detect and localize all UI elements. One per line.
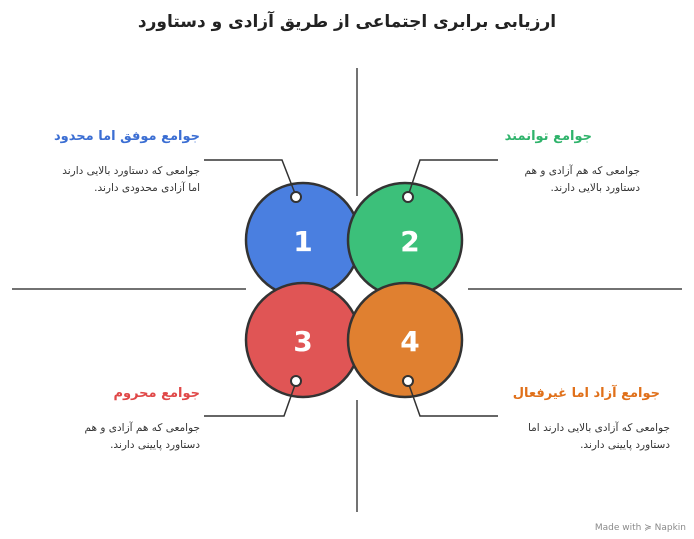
circle-4	[346, 281, 464, 399]
circle-number-1: 1	[293, 225, 312, 258]
connector-1	[204, 159, 297, 197]
description-line: اما آزادی محدودی دارند.	[94, 182, 200, 194]
quadrant-title-1: جوامع موفق اما محدود	[54, 129, 200, 144]
connector-4	[407, 381, 498, 417]
quadrant-description-3: جوامعی که هم آزادی و هم دستاورد پایینی د…	[30, 420, 200, 454]
quadrant-description-4: جوامعی که آزادی بالایی دارند اما دستاورد…	[500, 420, 670, 454]
connector-dot-4	[402, 375, 414, 387]
quadrant-description-1: جوامعی که دستاورد بالایی دارند اما آزادی…	[30, 163, 200, 197]
circle-number-4: 4	[400, 325, 419, 358]
connector-dot-2	[402, 191, 414, 203]
watermark: Made with ≽ Napkin	[594, 523, 686, 533]
quadrant-title-4: جوامع آزاد اما غیرفعال	[512, 386, 660, 401]
description-line: جوامعی که آزادی بالایی دارند اما	[527, 422, 670, 434]
circle-number-2: 2	[400, 225, 419, 258]
connector-dot-3	[290, 375, 302, 387]
connector-2	[407, 159, 498, 197]
description-line: جوامعی که هم آزادی و هم	[524, 165, 640, 177]
description-line: دستاورد پایینی دارند.	[110, 439, 200, 451]
description-line: جوامعی که هم آزادی و هم	[84, 422, 200, 434]
circle-number-3: 3	[293, 325, 312, 358]
quadrant-title-2: جوامع توانمند	[504, 129, 592, 144]
description-line: جوامعی که دستاورد بالایی دارند	[62, 165, 200, 177]
description-line: دستاورد پایینی دارند.	[580, 439, 670, 451]
description-line: دستاورد بالایی دارند.	[550, 182, 640, 194]
quadrant-title-3: جوامع محروم	[113, 386, 200, 401]
quadrant-description-2: جوامعی که هم آزادی و هم دستاورد بالایی د…	[500, 163, 640, 197]
diagram-title: ارزیابی برابری اجتماعی از طریق آزادی و د…	[137, 12, 557, 32]
connector-dot-1	[290, 191, 302, 203]
connector-3	[204, 381, 297, 417]
